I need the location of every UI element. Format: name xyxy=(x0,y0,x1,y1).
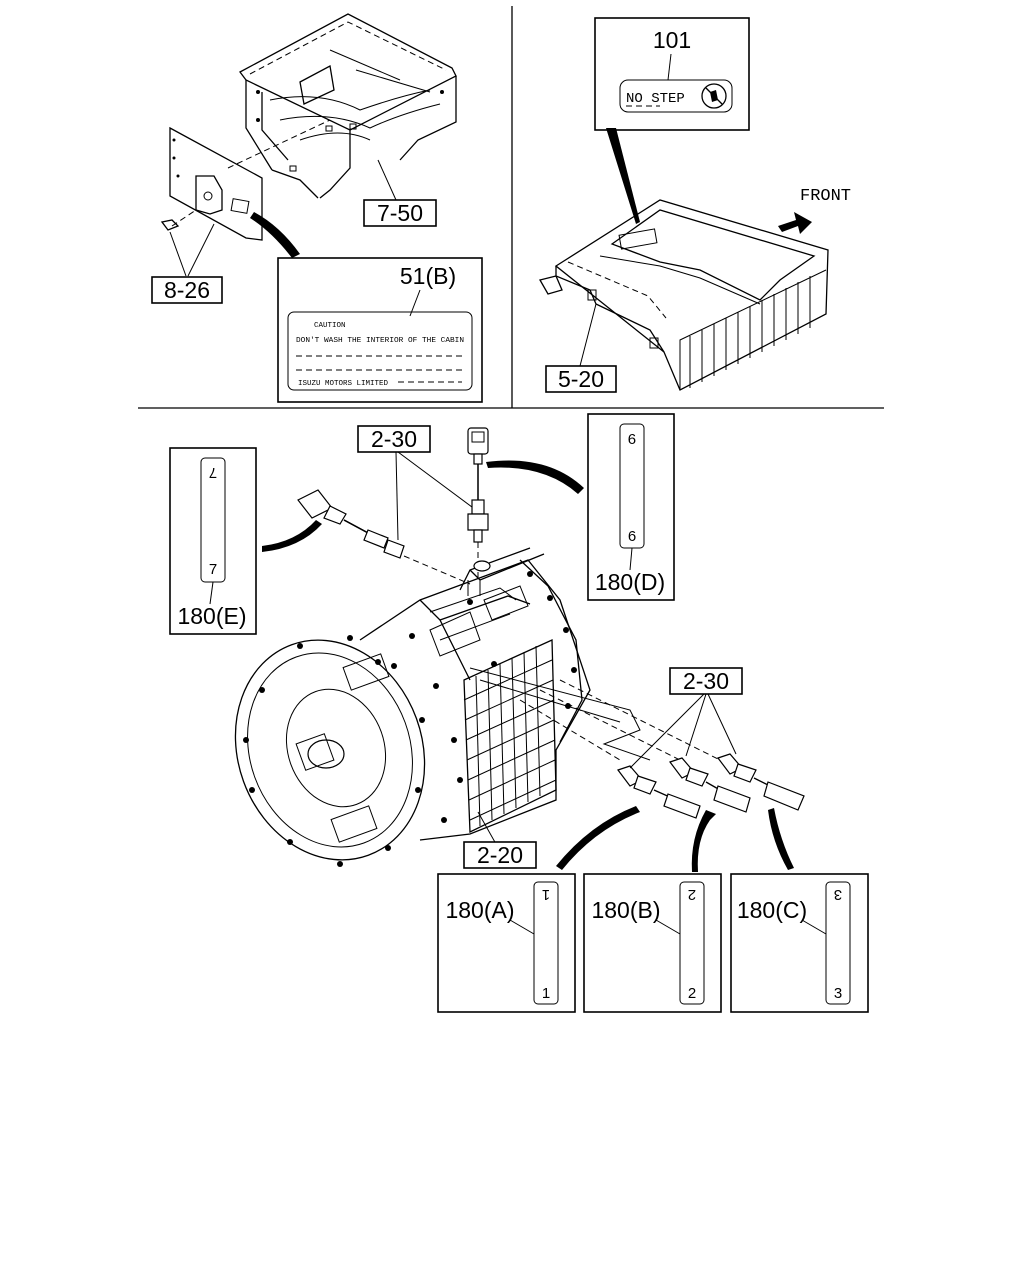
tag-180d-top: 9 xyxy=(628,430,636,447)
transmission-drawing xyxy=(234,547,721,867)
no-step-part-ref: 101 xyxy=(653,27,691,53)
pointer-180b xyxy=(691,810,716,872)
caution-footer: ISUZU MOTORS LIMITED xyxy=(298,380,389,388)
front-indicator: FRONT xyxy=(778,187,851,234)
pointer-180a xyxy=(556,806,640,870)
side-panel-drawing xyxy=(160,119,331,277)
front-label: FRONT xyxy=(800,187,851,206)
callout-2-20-label: 2-20 xyxy=(477,842,523,868)
no-step-prohibition-icon xyxy=(701,83,727,109)
callout-2-30-right-label: 2-30 xyxy=(683,668,729,694)
tag-180b-bottom: 2 xyxy=(688,985,696,1002)
switch-group-right xyxy=(617,753,805,819)
callout-7-50: 7-50 xyxy=(363,199,437,227)
callout-2-20: 2-20 xyxy=(463,841,537,869)
engine-cover-drawing xyxy=(539,199,829,391)
front-arrow-icon xyxy=(778,212,812,234)
pointer-180c xyxy=(768,808,794,870)
callout-7-50-label: 7-50 xyxy=(377,200,423,226)
switch-vertical xyxy=(467,427,489,580)
tag-180a-ref: 180(A) xyxy=(445,897,514,923)
callout-8-26: 8-26 xyxy=(151,276,223,304)
caution-heading: CAUTION xyxy=(314,322,346,330)
pointer-180d xyxy=(486,460,584,494)
no-step-text: NO STEP xyxy=(626,91,685,107)
pointer-180e xyxy=(262,520,322,552)
tag-180c: 3 3 180(C) xyxy=(730,873,869,1013)
caution-part-ref: 51(B) xyxy=(400,263,456,289)
tag-180b-top: 2 xyxy=(688,886,696,903)
tag-180c-ref: 180(C) xyxy=(737,897,807,923)
tag-180a-top: 1 xyxy=(542,886,550,903)
callout-2-30-right: 2-30 xyxy=(629,667,743,769)
tag-180b: 2 2 180(B) xyxy=(583,873,722,1013)
callout-2-30-upper-label: 2-30 xyxy=(371,426,417,452)
switch-left xyxy=(297,489,471,585)
tag-180c-top: 3 xyxy=(834,886,842,903)
tag-180a-bottom: 1 xyxy=(542,985,550,1002)
no-step-label-101: 101 NO STEP xyxy=(594,17,750,131)
tag-180d: 9 6 180(D) xyxy=(587,413,675,601)
tag-180e-top: 7 xyxy=(209,464,217,481)
tag-180e-ref: 180(E) xyxy=(177,603,246,629)
no-step-pointer xyxy=(606,128,640,224)
callout-2-30-upper: 2-30 xyxy=(357,425,477,541)
callout-5-20: 5-20 xyxy=(545,365,617,393)
caution-line1: DON'T WASH THE INTERIOR OF THE CABIN xyxy=(296,337,464,345)
tag-180e: 7 7 180(E) xyxy=(169,447,257,635)
caution-label-51b: 51(B) CAUTION DON'T WASH THE INTERIOR OF… xyxy=(277,257,483,403)
tag-180c-bottom: 3 xyxy=(834,985,842,1002)
tag-180a: 1 1 180(A) xyxy=(437,873,576,1013)
tag-180d-bottom: 6 xyxy=(628,528,636,545)
tag-180d-ref: 180(D) xyxy=(595,569,665,595)
tag-180b-ref: 180(B) xyxy=(591,897,660,923)
callout-5-20-label: 5-20 xyxy=(558,366,604,392)
cab-floor-drawing xyxy=(239,13,457,201)
tag-180e-bottom: 7 xyxy=(209,561,217,578)
callout-8-26-label: 8-26 xyxy=(164,277,210,303)
